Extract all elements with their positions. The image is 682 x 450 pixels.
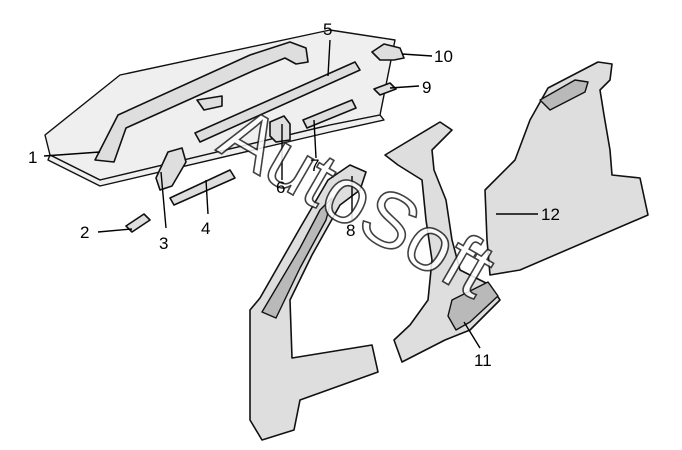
- rear-pillar-part-12: [484, 61, 649, 276]
- callout-11: 11: [474, 351, 492, 370]
- callout-7: 7: [310, 156, 319, 175]
- bracket-part-10: [371, 43, 405, 61]
- clip-part-9: [373, 82, 397, 96]
- leader-line-10: [401, 53, 433, 57]
- support-bar-part-4: [169, 169, 236, 206]
- center-pillar-part-11: [384, 121, 501, 363]
- front-pillar-part-8: [249, 164, 379, 441]
- leader-line-11: [463, 321, 481, 349]
- callout-2: 2: [80, 223, 89, 242]
- callout-1: 1: [28, 148, 37, 167]
- callout-8: 8: [346, 221, 355, 240]
- leader-lines: [43, 39, 538, 349]
- leader-line-3: [160, 171, 167, 229]
- corner-piece-part-3: [155, 147, 187, 191]
- leader-line-9: [389, 85, 420, 89]
- leader-line-1: [43, 151, 101, 157]
- bracket-part-6: [269, 115, 291, 143]
- leader-line-7: [313, 119, 317, 159]
- reinforcement-bar-part-5: [194, 61, 361, 143]
- callout-9: 9: [422, 78, 431, 97]
- callout-10: 10: [434, 47, 453, 66]
- callout-5: 5: [323, 20, 332, 39]
- callout-labels: 1 2 3 4 5 6 7 8 9 10 11 12: [28, 20, 560, 370]
- leader-line-5: [327, 39, 331, 77]
- callout-4: 4: [201, 219, 210, 238]
- callout-12: 12: [541, 205, 560, 224]
- callout-6: 6: [276, 178, 285, 197]
- callout-3: 3: [159, 234, 168, 253]
- roof-rail-part-1: [94, 41, 309, 163]
- support-bar-part-7: [302, 99, 357, 129]
- leader-line-2: [97, 228, 133, 233]
- clip-part-2: [125, 213, 151, 233]
- leader-line-4: [205, 179, 209, 215]
